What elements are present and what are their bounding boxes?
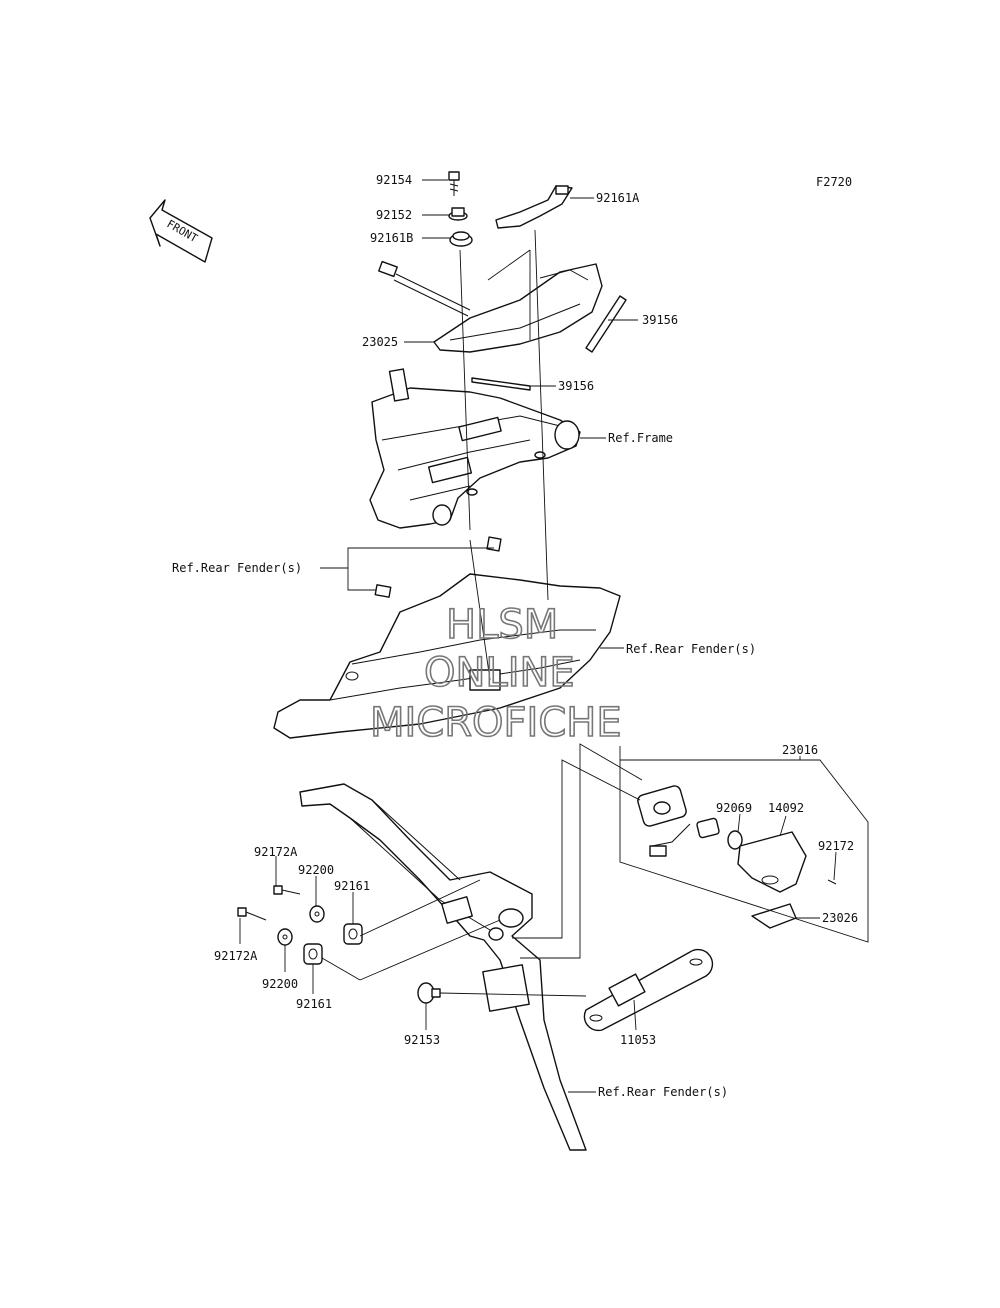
rear-fender-section <box>273 536 621 739</box>
label-92152: 92152 <box>376 208 412 222</box>
label-92172A-lower: 92172A <box>214 949 258 963</box>
grommet-92161-upper <box>343 923 363 945</box>
label-11053: 11053 <box>620 1033 656 1047</box>
assembly-23016-box <box>619 746 869 943</box>
watermark-line-3: MICROFICHE <box>370 700 622 746</box>
label-92161A: 92161A <box>596 191 640 205</box>
washer-92200-lower <box>277 928 293 946</box>
leader-lines <box>239 179 837 1093</box>
bolt-92172A-lower <box>237 907 267 921</box>
label-92154: 92154 <box>376 173 412 187</box>
collar-92153 <box>417 982 441 1004</box>
label-92161B: 92161B <box>370 231 413 245</box>
label-92069: 92069 <box>716 801 752 815</box>
bolt-92172A-upper <box>273 885 301 895</box>
label-ref-rear-fender-3: Ref.Rear Fender(s) <box>598 1085 728 1099</box>
reflector-11053 <box>583 948 714 1032</box>
label-92161-lower: 92161 <box>296 997 332 1011</box>
grommet-92161B <box>449 231 473 247</box>
rear-bracket <box>369 368 581 529</box>
ref-rear-fender-bracket <box>347 547 494 591</box>
washer-92200-upper <box>309 905 325 923</box>
label-92200-lower: 92200 <box>262 977 298 991</box>
label-39156-a: 39156 <box>642 313 678 327</box>
collar-92152 <box>448 207 468 221</box>
label-14092: 14092 <box>768 801 804 815</box>
watermark-line-1: HLSM <box>446 602 558 648</box>
bolt-92154 <box>448 171 460 196</box>
label-ref-rear-fender-2: Ref.Rear Fender(s) <box>626 642 756 656</box>
license-lamp-23016 <box>637 785 837 929</box>
label-ref-frame: Ref.Frame <box>608 431 673 445</box>
label-ref-rear-fender-1: Ref.Rear Fender(s) <box>172 561 302 575</box>
label-39156-b: 39156 <box>558 379 594 393</box>
figure-code: F2720 <box>816 175 852 189</box>
label-92153: 92153 <box>404 1033 440 1047</box>
reflector-strip-39156-a <box>585 295 627 353</box>
label-23026: 23026 <box>822 911 858 925</box>
label-23016: 23016 <box>782 743 818 757</box>
grommet-92161-lower <box>303 943 323 965</box>
reflector-strip-39156-b <box>471 377 531 391</box>
label-23025: 23025 <box>362 335 398 349</box>
watermark: HLSM ONLINE MICROFICHE <box>369 601 622 747</box>
label-92172A-upper: 92172A <box>254 845 298 859</box>
label-92200-upper: 92200 <box>298 863 334 877</box>
pad-92161A <box>495 185 573 229</box>
license-bracket <box>299 783 587 1151</box>
label-92161-upper: 92161 <box>334 879 370 893</box>
label-92172: 92172 <box>818 839 854 853</box>
assembly-lines <box>321 229 643 997</box>
watermark-line-2: ONLINE <box>424 650 575 696</box>
tail-lamp-23025 <box>378 260 603 353</box>
front-arrow-icon: FRONT <box>149 199 213 263</box>
